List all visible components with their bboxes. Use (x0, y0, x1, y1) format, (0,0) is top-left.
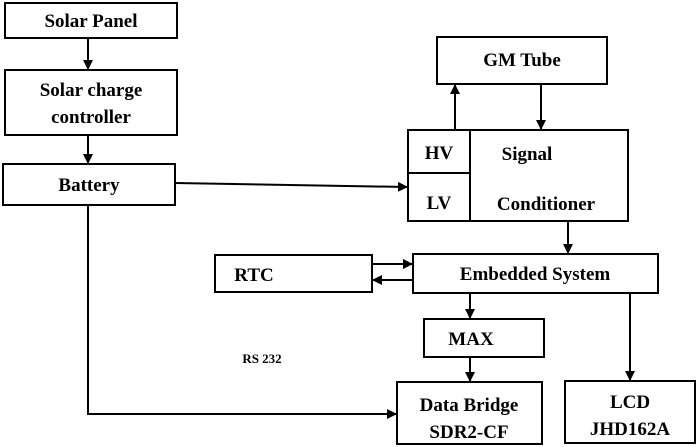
signal-conditioner-block: HV LV Signal Conditioner (407, 129, 629, 222)
gm-tube-label: GM Tube (483, 50, 561, 71)
data-bridge-label-line2: SDR2-CF (429, 422, 508, 443)
charge-controller-label-line1: Solar charge (40, 80, 143, 101)
embedded-system-label: Embedded System (460, 264, 611, 285)
max-block: MAX (423, 318, 545, 358)
gm-tube-block: GM Tube (436, 36, 608, 85)
rs232-annotation: RS 232 (242, 351, 281, 366)
hv-label: HV (425, 143, 454, 164)
lcd-block: LCD JHD162A (564, 380, 696, 444)
signal-conditioner-label-line1: Signal (502, 144, 553, 165)
lcd-label-line2: JHD162A (590, 419, 671, 440)
rtc-block: RTC (214, 254, 373, 293)
solar-panel-label: Solar Panel (44, 11, 137, 32)
battery-label: Battery (58, 175, 120, 196)
signal-conditioner-label-line2: Conditioner (497, 194, 596, 215)
charge-controller-label-line2: controller (51, 107, 131, 128)
charge-controller-block: Solar charge controller (4, 69, 178, 136)
solar-panel-block: Solar Panel (4, 2, 178, 39)
arrow-battery-to-lv (174, 181, 408, 192)
arrow-battery-to-data-bridge (87, 205, 397, 419)
data-bridge-label-line1: Data Bridge (420, 395, 519, 416)
lcd-label-line1: LCD (610, 392, 650, 413)
battery-block: Battery (2, 163, 176, 206)
max-label: MAX (448, 329, 494, 350)
lv-label: LV (427, 193, 452, 214)
embedded-system-block: Embedded System (412, 253, 659, 294)
rtc-label: RTC (234, 265, 273, 286)
data-bridge-block: Data Bridge SDR2-CF (396, 381, 543, 445)
